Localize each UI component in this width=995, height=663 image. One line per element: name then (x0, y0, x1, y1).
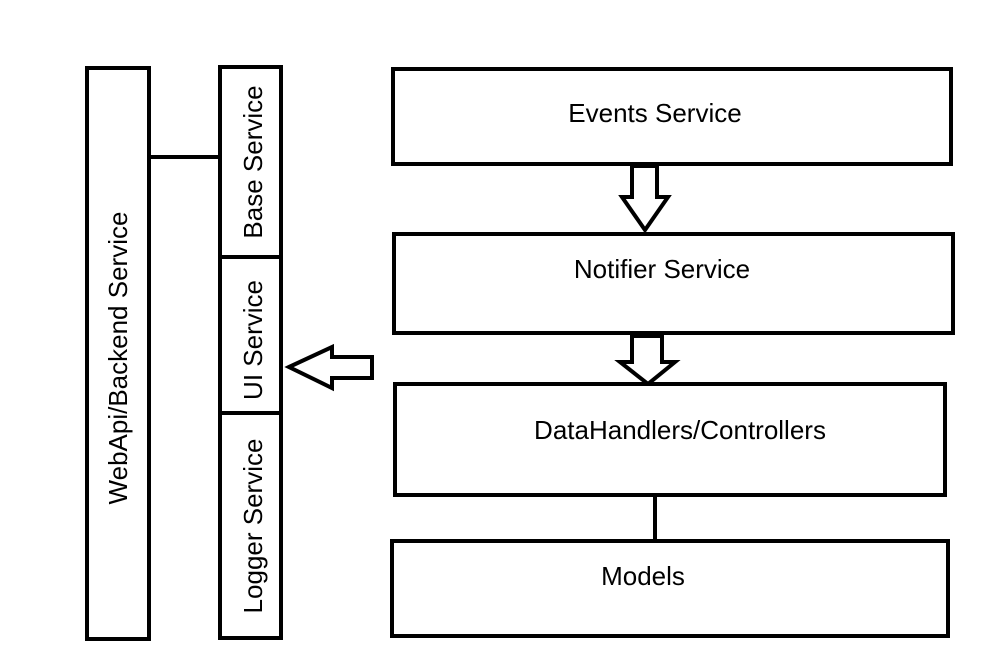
notifier-service-label: Notifier Service (574, 254, 750, 284)
ui-service-arrow (284, 343, 374, 392)
models-box (390, 539, 950, 638)
ui-service-label: UI Service (238, 280, 268, 400)
logger-service-label: Logger Service (238, 439, 268, 614)
events-to-notifier-arrow (618, 164, 672, 234)
backend-service-box (85, 66, 151, 641)
base-service-label: Base Service (238, 85, 268, 238)
models-label: Models (601, 561, 685, 591)
datahandlers-controllers-box (393, 382, 947, 497)
events-service-box (391, 67, 953, 166)
service-stack-box (218, 65, 283, 640)
backend-service-label: WebApi/Backend Service (103, 212, 133, 505)
notifier-service-box (392, 232, 955, 335)
datahandlers-controllers-label: DataHandlers/Controllers (534, 415, 826, 445)
notifier-to-handlers-arrow (614, 334, 681, 387)
events-service-label: Events Service (568, 98, 741, 128)
